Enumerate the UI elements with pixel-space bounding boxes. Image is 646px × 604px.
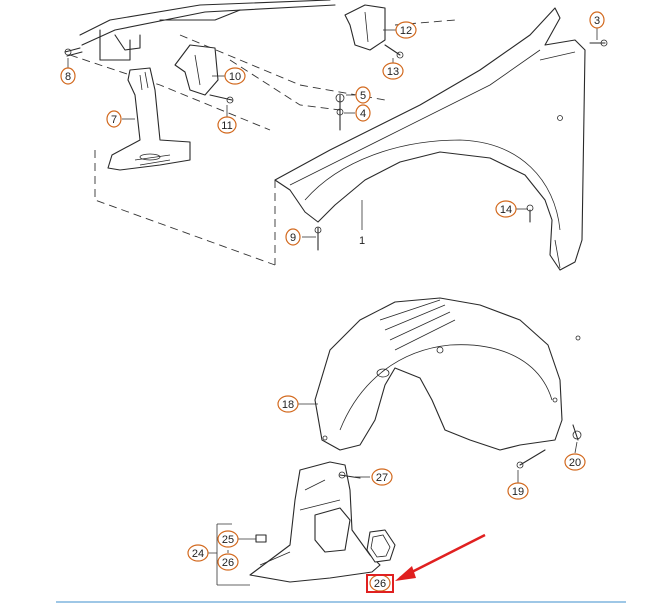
callout-9: 9 [285, 228, 301, 246]
callout-10: 10 [224, 67, 246, 85]
callout-27: 27 [371, 468, 393, 486]
svg-text:24: 24 [192, 548, 204, 560]
svg-text:26: 26 [374, 578, 386, 590]
svg-text:27: 27 [376, 472, 388, 484]
callout-7: 7 [106, 110, 122, 128]
svg-text:5: 5 [360, 90, 366, 102]
svg-text:4: 4 [360, 108, 366, 120]
svg-text:20: 20 [569, 457, 581, 469]
fasteners [64, 39, 608, 543]
svg-text:7: 7 [111, 114, 117, 126]
wheel-liner-part-18 [314, 297, 581, 451]
leader-lines [67, 28, 598, 586]
svg-text:19: 19 [512, 486, 524, 498]
svg-text:25: 25 [222, 534, 234, 546]
bracket-part-7 [107, 67, 191, 171]
callout-3: 3 [589, 11, 605, 29]
callout-25: 25 [217, 530, 239, 548]
svg-text:10: 10 [229, 71, 241, 83]
bracket-part-12 [344, 4, 386, 51]
svg-text:9: 9 [290, 232, 296, 244]
callout-26: 26 [217, 553, 239, 571]
inner-frame-structure [79, 0, 336, 61]
svg-text:11: 11 [221, 120, 232, 132]
svg-text:13: 13 [387, 66, 399, 78]
callout-18: 18 [277, 395, 299, 413]
callout-24: 24 [187, 544, 209, 562]
callout-1: 1 [359, 235, 365, 247]
callout-4: 4 [355, 104, 371, 122]
callout-20: 20 [564, 453, 586, 471]
svg-text:12: 12 [400, 25, 412, 37]
callout-19: 19 [507, 482, 529, 500]
callout-26-highlighted: 26 [366, 574, 394, 593]
lower-liner-part-24 [249, 461, 396, 583]
callout-14: 14 [495, 200, 517, 218]
svg-text:3: 3 [594, 15, 600, 27]
svg-text:26: 26 [222, 557, 234, 569]
callout-12: 12 [395, 21, 417, 39]
highlight-arrow [395, 533, 486, 581]
svg-text:18: 18 [282, 399, 294, 411]
callout-13: 13 [382, 62, 404, 80]
callout-8: 8 [60, 67, 76, 85]
bracket-part-10 [174, 44, 219, 96]
svg-text:8: 8 [65, 71, 71, 83]
callout-5: 5 [355, 86, 371, 104]
fender-part-1 [274, 7, 586, 271]
bottom-divider [56, 601, 626, 603]
svg-text:1: 1 [359, 235, 365, 247]
callout-11: 11 [217, 116, 237, 134]
svg-text:14: 14 [500, 204, 512, 216]
